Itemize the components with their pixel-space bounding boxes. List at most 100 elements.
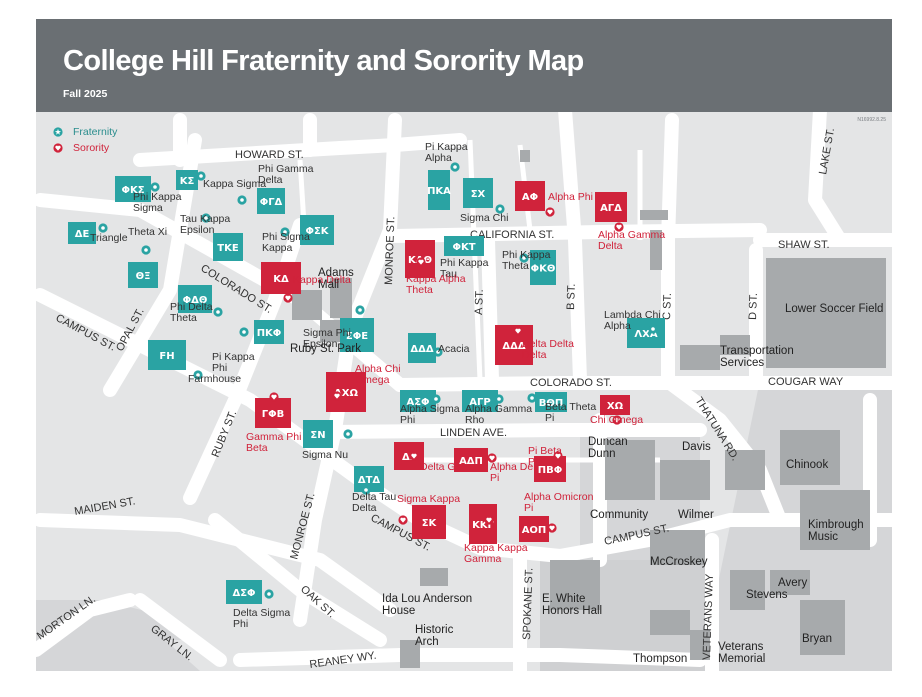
house-building <box>400 390 436 412</box>
landmark-label: Community <box>590 509 648 521</box>
house-letters: ΘΞ <box>136 271 151 282</box>
university-building <box>420 568 448 586</box>
star-icon <box>204 216 208 220</box>
legend-item-fraternity: Fraternity <box>53 124 117 140</box>
house-building <box>255 398 291 428</box>
star-icon <box>199 174 203 178</box>
campus-map[interactable]: HOWARD ST.CALIFORNIA ST.COLORADO ST.COLO… <box>36 19 892 671</box>
heart-icon <box>549 525 555 531</box>
house-name: Theta Xi <box>128 226 167 238</box>
house-building <box>340 318 374 352</box>
university-building <box>640 210 668 220</box>
landmark-label: McCroskey <box>650 556 708 568</box>
street <box>36 593 137 657</box>
university-building <box>550 560 600 610</box>
house-letters: ΦΔΘ <box>183 295 208 306</box>
house-letters: ΔΓ <box>402 452 417 463</box>
legend-label-sorority: Sorority <box>73 142 110 154</box>
house-building <box>530 250 556 285</box>
landmark-label: Bryan <box>802 633 832 645</box>
street-label: CALIFORNIA ST. <box>470 229 554 241</box>
house-letters: ΠΚΑ <box>427 186 451 197</box>
house-building <box>300 215 334 245</box>
street-label: SPOKANE ST. <box>521 568 536 641</box>
landmark-label: Chinook <box>786 459 828 471</box>
landmark-label: Wilmer <box>678 509 714 521</box>
house-letters: ΤΚΕ <box>217 243 239 254</box>
street <box>558 103 587 387</box>
house-building <box>515 181 545 211</box>
university-building <box>690 630 710 660</box>
star-icon <box>153 185 157 189</box>
university-building <box>720 335 750 355</box>
star-icon <box>497 397 501 401</box>
house-building <box>462 390 498 412</box>
star-icon <box>358 308 362 312</box>
house-building <box>257 188 285 214</box>
house-building <box>595 192 627 222</box>
street <box>481 233 499 387</box>
house-building <box>303 420 333 448</box>
star-icon <box>364 488 368 492</box>
house-letters: ΣΦΕ <box>346 331 368 342</box>
star-icon <box>196 373 200 377</box>
house-letters: ΛΧΑ <box>634 329 657 340</box>
star-circle-icon <box>53 127 63 137</box>
house-name: Sigma Kappa <box>397 493 460 505</box>
university-building <box>800 600 845 655</box>
house-letters: ΦΚΤ <box>452 242 475 253</box>
fraternity-house-4[interactable]: ΘΞ Theta Xi <box>128 226 167 288</box>
university-building <box>800 490 870 550</box>
house-letters: ΔΔΔ <box>502 341 525 352</box>
heart-circle-icon <box>53 143 63 153</box>
house-building <box>412 505 446 539</box>
house-building <box>213 233 243 261</box>
